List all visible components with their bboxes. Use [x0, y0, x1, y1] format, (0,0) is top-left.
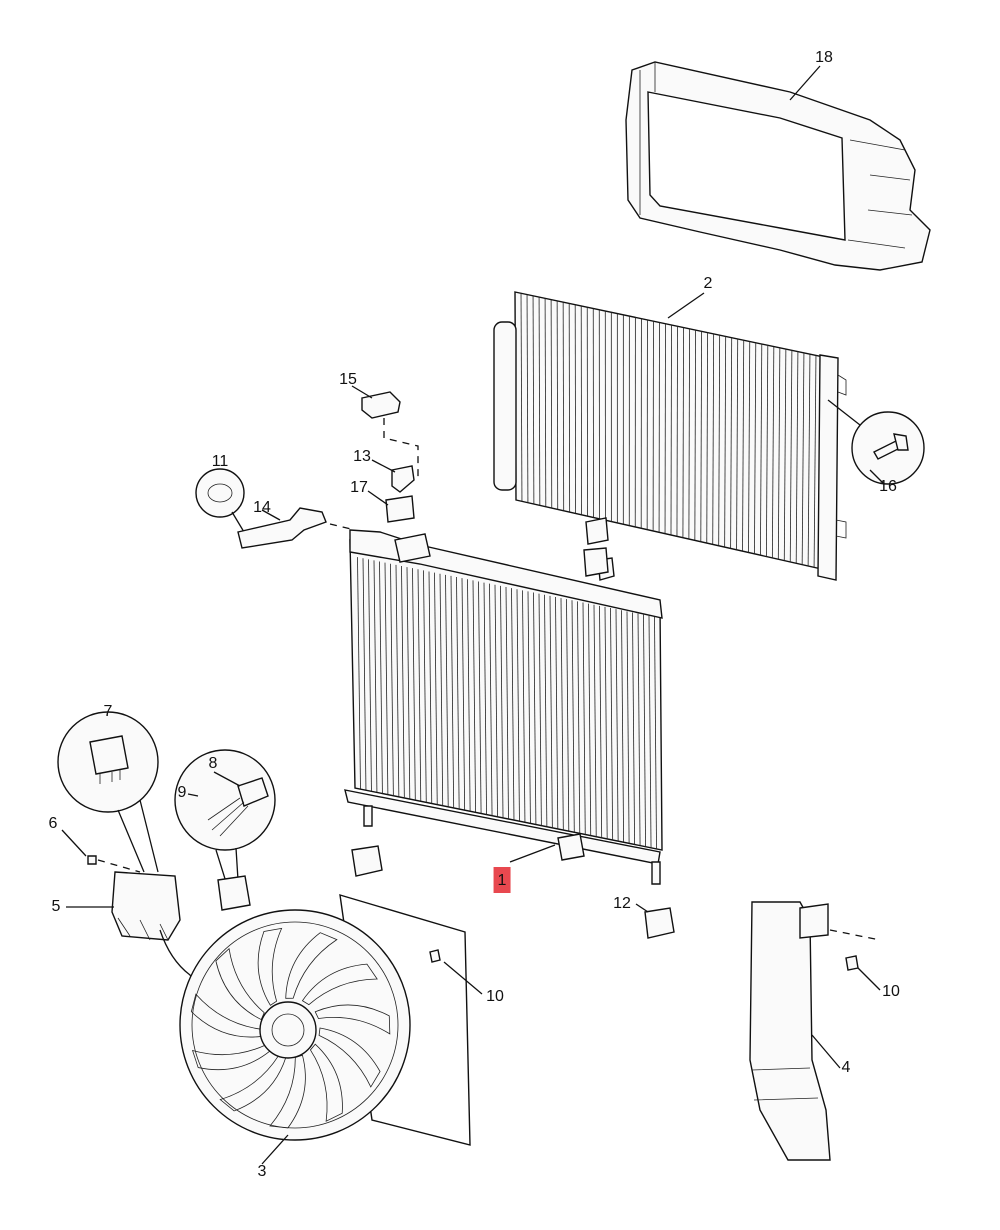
leader-6	[61, 829, 87, 857]
leader-1	[509, 844, 556, 863]
leader-13	[371, 459, 396, 473]
callout-3: 3	[257, 1163, 267, 1180]
radiator-hose	[237, 507, 356, 549]
callout-17: 17	[350, 479, 368, 496]
screw-10-right	[845, 955, 859, 971]
sensor	[391, 465, 415, 493]
upper-mount	[583, 517, 609, 577]
radiator	[344, 529, 663, 885]
callout-16: 16	[879, 478, 897, 495]
callout-10-right: 10	[882, 983, 900, 1000]
callout-4: 4	[841, 1059, 851, 1076]
screw	[87, 855, 141, 873]
callout-5: 5	[51, 898, 61, 915]
callout-10-left: 10	[486, 988, 504, 1005]
leader-4	[811, 1034, 841, 1069]
callout-15: 15	[339, 371, 357, 388]
lower-insulator-12	[644, 907, 675, 939]
cooling-fan-assembly	[179, 875, 471, 1146]
callout-9: 9	[177, 784, 187, 801]
relay-detail	[57, 711, 159, 873]
leader-9	[187, 793, 199, 797]
callout-14: 14	[253, 499, 271, 516]
leader-14	[261, 509, 281, 521]
callout-6: 6	[48, 815, 58, 832]
coolant-reservoir	[749, 901, 881, 1161]
leader-2	[667, 292, 705, 319]
callout-13: 13	[353, 448, 371, 465]
radiator-cap	[361, 391, 419, 480]
harness-detail	[174, 749, 276, 883]
leader-16	[869, 469, 885, 485]
callout-1-highlighted: 1	[493, 867, 511, 893]
leader-17	[367, 490, 389, 506]
air-baffle-frame	[625, 61, 931, 271]
callout-2: 2	[703, 275, 713, 292]
screw-10-left	[429, 949, 441, 963]
leader-10-left	[443, 961, 483, 995]
insulator	[385, 495, 415, 523]
leader-8	[213, 771, 241, 787]
callout-7: 7	[103, 703, 113, 720]
callout-18: 18	[815, 49, 833, 66]
ac-condenser	[493, 291, 847, 581]
callout-11: 11	[211, 453, 229, 470]
leader-15	[351, 385, 373, 399]
hose-clamp-detail	[195, 468, 245, 533]
lower-insulator-left	[351, 845, 383, 877]
leader-12	[635, 903, 649, 913]
bolt-detail	[827, 399, 925, 485]
leader-10-right	[857, 967, 881, 991]
callout-12: 12	[613, 895, 631, 912]
fan-control-module	[111, 871, 198, 1001]
leader-3	[261, 1134, 289, 1165]
leader-18	[789, 65, 821, 101]
callout-8: 8	[208, 755, 218, 772]
